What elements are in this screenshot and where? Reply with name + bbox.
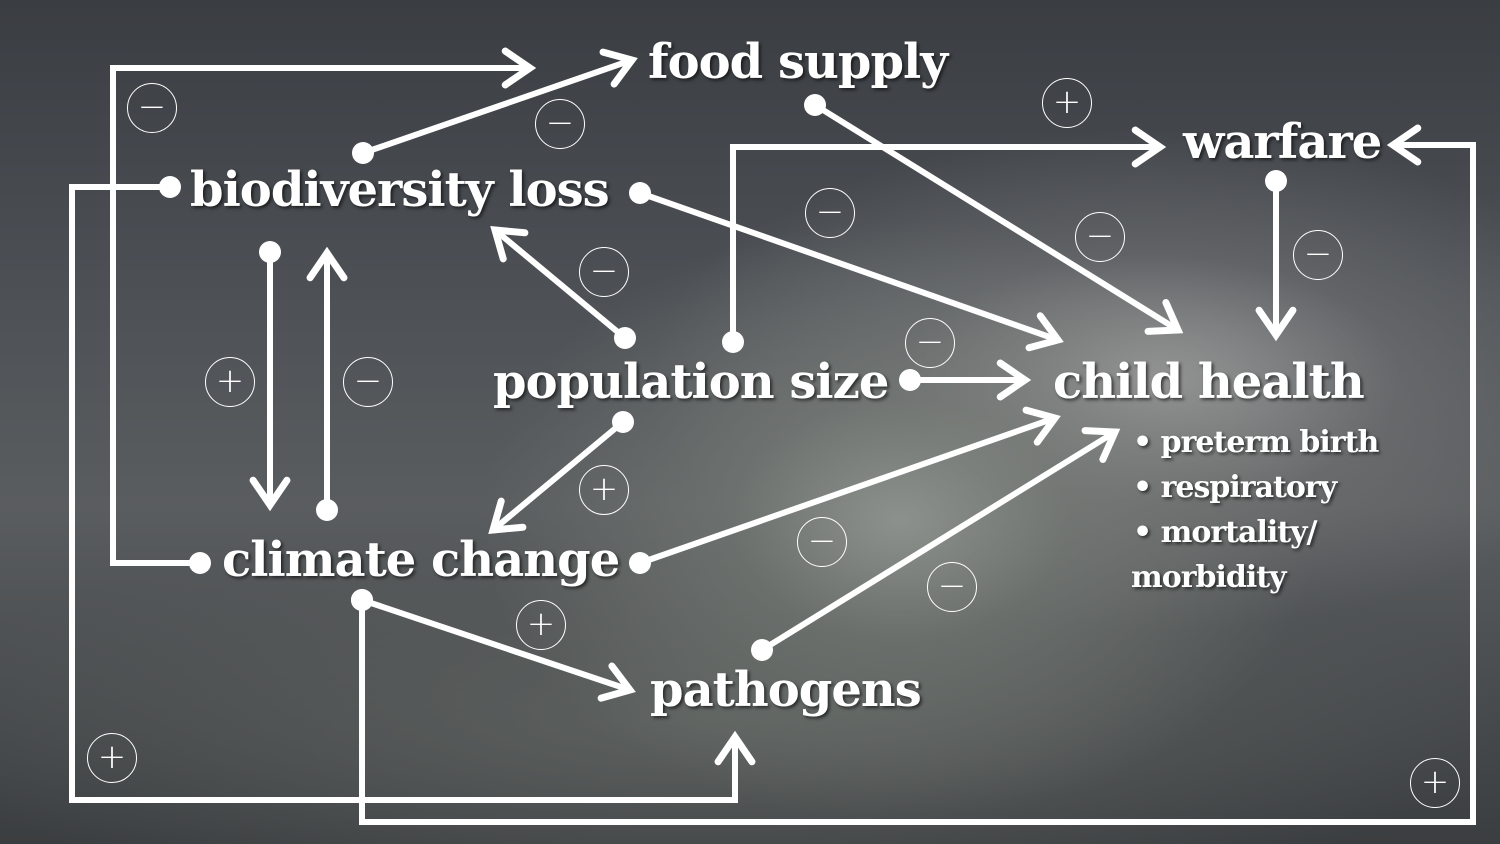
arrowhead-icon	[1081, 427, 1121, 463]
plus-sign-badge: +	[1042, 78, 1092, 128]
plus-sign-badge: +	[1410, 758, 1460, 808]
arrowhead-icon	[1386, 124, 1422, 166]
edge-line	[110, 65, 530, 566]
edge-start-dot	[751, 639, 773, 661]
plus-sign-badge: +	[87, 733, 137, 783]
outcome-preterm-birth: • preterm birth	[1133, 425, 1379, 460]
edge-arrow	[352, 48, 638, 164]
edge-arrow	[629, 182, 1064, 352]
edge-line	[493, 227, 627, 341]
edge-start-dot	[1265, 170, 1287, 192]
edge-arrow	[1255, 170, 1297, 342]
arrowhead-icon	[1131, 126, 1167, 168]
minus-sign-badge: −	[1075, 212, 1125, 262]
node-food-supply: food supply	[648, 34, 948, 90]
node-climate-change: climate change	[222, 532, 620, 588]
outcome-mortality: • mortality/	[1133, 515, 1318, 550]
outcome-morbidity: morbidity	[1131, 560, 1287, 595]
edge-line	[69, 184, 738, 803]
outcome-respiratory: • respiratory	[1133, 470, 1337, 505]
arrowhead-icon	[488, 497, 527, 534]
node-biodiversity-loss: biodiversity loss	[190, 162, 610, 218]
arrowhead-icon	[996, 359, 1032, 401]
edge-start-dot	[316, 499, 338, 521]
edge-arrow	[722, 126, 1167, 353]
plus-sign-badge: +	[579, 465, 629, 515]
edge-start-dot	[352, 142, 374, 164]
edge-arrow	[306, 246, 348, 521]
edge-arrow	[899, 359, 1032, 401]
edge-line	[639, 190, 1059, 343]
edge-arrow	[249, 241, 291, 512]
edge-start-dot	[614, 327, 636, 349]
edge-start-dot	[259, 241, 281, 263]
minus-sign-badge: −	[535, 99, 585, 149]
edge-start-dot	[722, 331, 744, 353]
minus-sign-badge: −	[127, 83, 177, 133]
edge-arrow	[751, 427, 1121, 661]
edge-line	[639, 415, 1056, 566]
edge-line	[362, 57, 633, 156]
arrowhead-icon	[501, 47, 537, 89]
edge-start-dot	[159, 176, 181, 198]
edge-start-dot	[899, 369, 921, 391]
plus-sign-badge: +	[205, 357, 255, 407]
arrowhead-icon	[306, 246, 348, 282]
edge-line	[813, 102, 1180, 333]
node-population-size: population size	[493, 354, 889, 410]
arrowhead-icon	[1144, 299, 1184, 335]
arrowhead-icon	[490, 226, 529, 263]
edge-arrow	[69, 176, 756, 803]
edge-start-dot	[804, 94, 826, 116]
edge-start-dot	[189, 552, 211, 574]
edge-start-dot	[612, 411, 634, 433]
edge-start-dot	[351, 589, 373, 611]
arrowhead-icon	[249, 476, 291, 512]
arrowhead-icon	[1025, 312, 1064, 352]
minus-sign-badge: −	[579, 247, 629, 297]
minus-sign-badge: −	[1293, 230, 1343, 280]
arrowhead-icon	[1255, 306, 1297, 342]
edge-start-dot	[629, 182, 651, 204]
edge-line	[730, 144, 1160, 342]
edge-arrow	[110, 47, 537, 574]
edge-arrow	[490, 226, 636, 349]
minus-sign-badge: −	[805, 188, 855, 238]
minus-sign-badge: −	[797, 517, 847, 567]
node-warfare: warfare	[1183, 114, 1382, 170]
node-child-health: child health	[1053, 354, 1365, 410]
edge-arrow	[804, 94, 1184, 335]
child-health-outcomes-list: • preterm birth • respiratory • mortalit…	[1131, 420, 1379, 600]
minus-sign-badge: −	[905, 318, 955, 368]
arrowhead-icon	[1022, 406, 1061, 446]
edge-arrow	[629, 406, 1061, 574]
arrowhead-icon	[599, 48, 638, 88]
edge-line	[760, 429, 1117, 653]
edge-arrow	[351, 589, 636, 702]
node-pathogens: pathogens	[650, 662, 922, 718]
arrowhead-icon	[597, 662, 636, 702]
minus-sign-badge: −	[343, 357, 393, 407]
edge-line	[361, 597, 631, 693]
arrowhead-icon	[714, 730, 756, 766]
minus-sign-badge: −	[927, 562, 977, 612]
plus-sign-badge: +	[516, 600, 566, 650]
edge-arrow	[488, 411, 634, 534]
edge-start-dot	[629, 552, 651, 574]
edge-line	[491, 419, 625, 533]
edge-line	[359, 142, 1476, 825]
